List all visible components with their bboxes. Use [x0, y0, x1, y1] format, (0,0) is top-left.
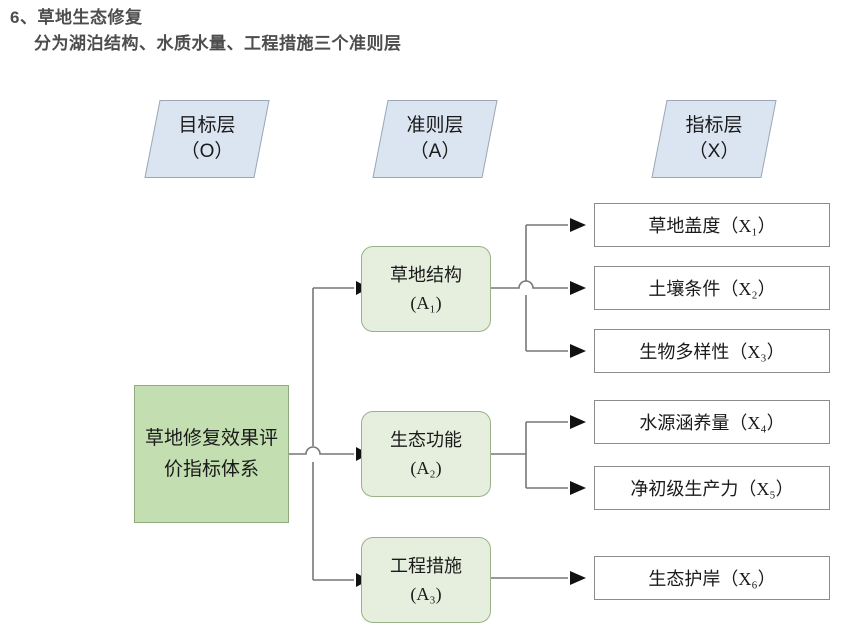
goal-layer-header: 目标层 （O） — [144, 100, 270, 178]
heading-title: 6、草地生态修复 — [10, 8, 143, 27]
indicator-box-x5[interactable]: 净初级生产力（X₅） — [594, 466, 830, 510]
criteria-box-a3-label: 工程措施 — [390, 556, 462, 576]
criteria-layer-header: 准则层 （A） — [372, 100, 498, 178]
arrowhead-to-x4 — [570, 415, 586, 429]
criteria-layer-header-title: 准则层 — [406, 115, 464, 136]
indicator-layer-header-code: （X） — [688, 141, 740, 162]
connector-goal-trunk — [289, 446, 354, 455]
arrowhead-to-x6 — [570, 571, 586, 585]
indicator-box-x4[interactable]: 水源涵养量（X₄） — [594, 400, 830, 444]
criteria-box-a1[interactable]: 草地结构 (A₁) — [361, 246, 491, 332]
heading-block: 6、草地生态修复 分为湖泊结构、水质水量、工程措施三个准则层 — [10, 6, 710, 56]
indicator-box-x6[interactable]: 生态护岸（X₆） — [594, 556, 830, 600]
criteria-box-a3[interactable]: 工程措施 (A₃) — [361, 537, 491, 623]
criteria-box-a3-code: (A₃) — [410, 584, 442, 604]
goal-layer-header-code: （O） — [180, 141, 234, 162]
criteria-box-a2-code: (A₂) — [410, 458, 442, 478]
indicator-box-x3[interactable]: 生物多样性（X₃） — [594, 329, 830, 373]
arrowhead-to-x1 — [570, 218, 586, 232]
criteria-box-a2[interactable]: 生态功能 (A₂) — [361, 411, 491, 497]
connector-a1-stem — [491, 280, 568, 289]
indicator-layer-header-text: 指标层 （X） — [660, 101, 768, 177]
indicator-layer-header: 指标层 （X） — [651, 100, 777, 178]
indicator-layer-header-title: 指标层 — [685, 115, 743, 136]
arrowhead-to-x5 — [570, 481, 586, 495]
criteria-box-a1-code: (A₁) — [410, 293, 442, 313]
criteria-box-a1-label: 草地结构 — [390, 265, 462, 285]
heading-subtitle: 分为湖泊结构、水质水量、工程措施三个准则层 — [34, 34, 402, 53]
goal-box[interactable]: 草地修复效果评价指标体系 — [134, 385, 289, 523]
criteria-layer-header-code: （A） — [409, 141, 461, 162]
goal-layer-header-text: 目标层 （O） — [153, 101, 261, 177]
criteria-box-a2-label: 生态功能 — [390, 430, 462, 450]
arrowhead-to-x3 — [570, 344, 586, 358]
arrowhead-to-x2 — [570, 281, 586, 295]
criteria-layer-header-text: 准则层 （A） — [381, 101, 489, 177]
indicator-box-x2[interactable]: 土壤条件（X₂） — [594, 266, 830, 310]
goal-layer-header-title: 目标层 — [178, 115, 236, 136]
indicator-box-x1[interactable]: 草地盖度（X₁） — [594, 203, 830, 247]
